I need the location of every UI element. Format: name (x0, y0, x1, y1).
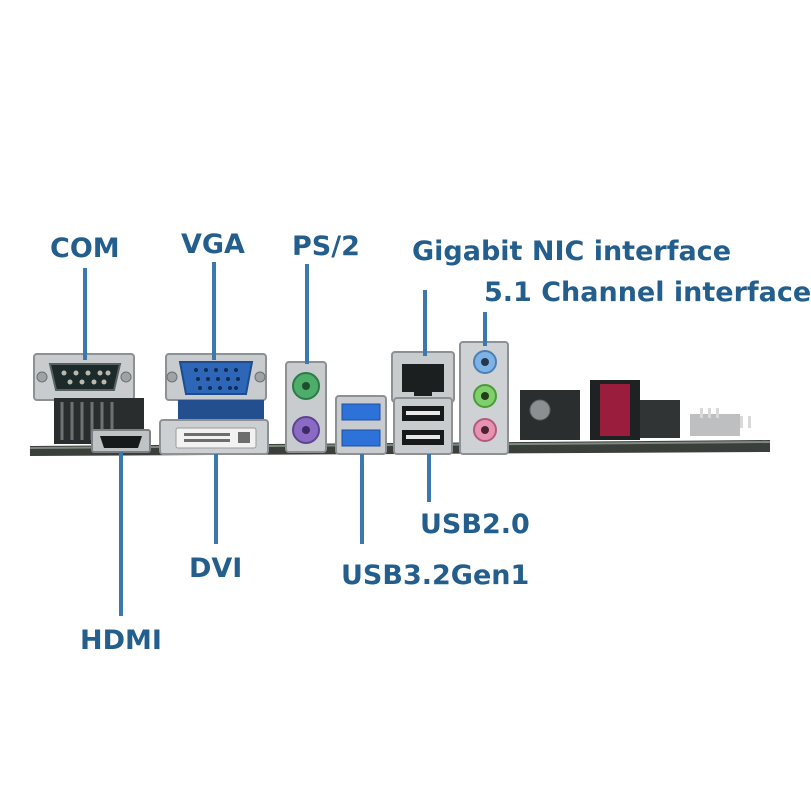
leader-line-dvi (214, 454, 218, 544)
label-hdmi: HDMI (80, 625, 162, 656)
leader-line-vga (212, 262, 216, 360)
label-vga: VGA (181, 229, 245, 260)
label-51-channel: 5.1 Channel interface (484, 277, 811, 308)
lan-port (402, 364, 444, 396)
label-dvi: DVI (189, 553, 243, 584)
com-screw-right (120, 371, 132, 383)
usb3-port-top (341, 403, 381, 421)
label-usb20: USB2.0 (420, 509, 530, 540)
vga-port-shell (178, 361, 254, 395)
vga-screw-right (254, 371, 266, 383)
leader-line-usb20 (427, 454, 431, 502)
label-usb32: USB3.2Gen1 (341, 560, 530, 591)
label-gigabit-nic: Gigabit NIC interface (412, 236, 732, 267)
hdmi-port (100, 436, 142, 448)
usb3-port-bottom (341, 429, 381, 447)
label-com: COM (50, 233, 120, 264)
leader-line-ps2 (305, 264, 309, 364)
vga-base (178, 400, 264, 422)
com-screw-left (36, 371, 48, 383)
leader-line-hdmi (119, 452, 123, 616)
leader-line-nic (423, 290, 427, 356)
vga-screw-left (166, 371, 178, 383)
dvi-pins (184, 432, 250, 443)
leader-line-usb32 (360, 454, 364, 544)
vga-pins (194, 368, 240, 390)
com-pins (61, 370, 111, 385)
label-ps2: PS/2 (292, 231, 360, 262)
leader-line-51-channel (483, 312, 487, 346)
leader-line-com (83, 268, 87, 360)
pcb-components (520, 380, 751, 440)
com-port-shell (48, 363, 122, 391)
